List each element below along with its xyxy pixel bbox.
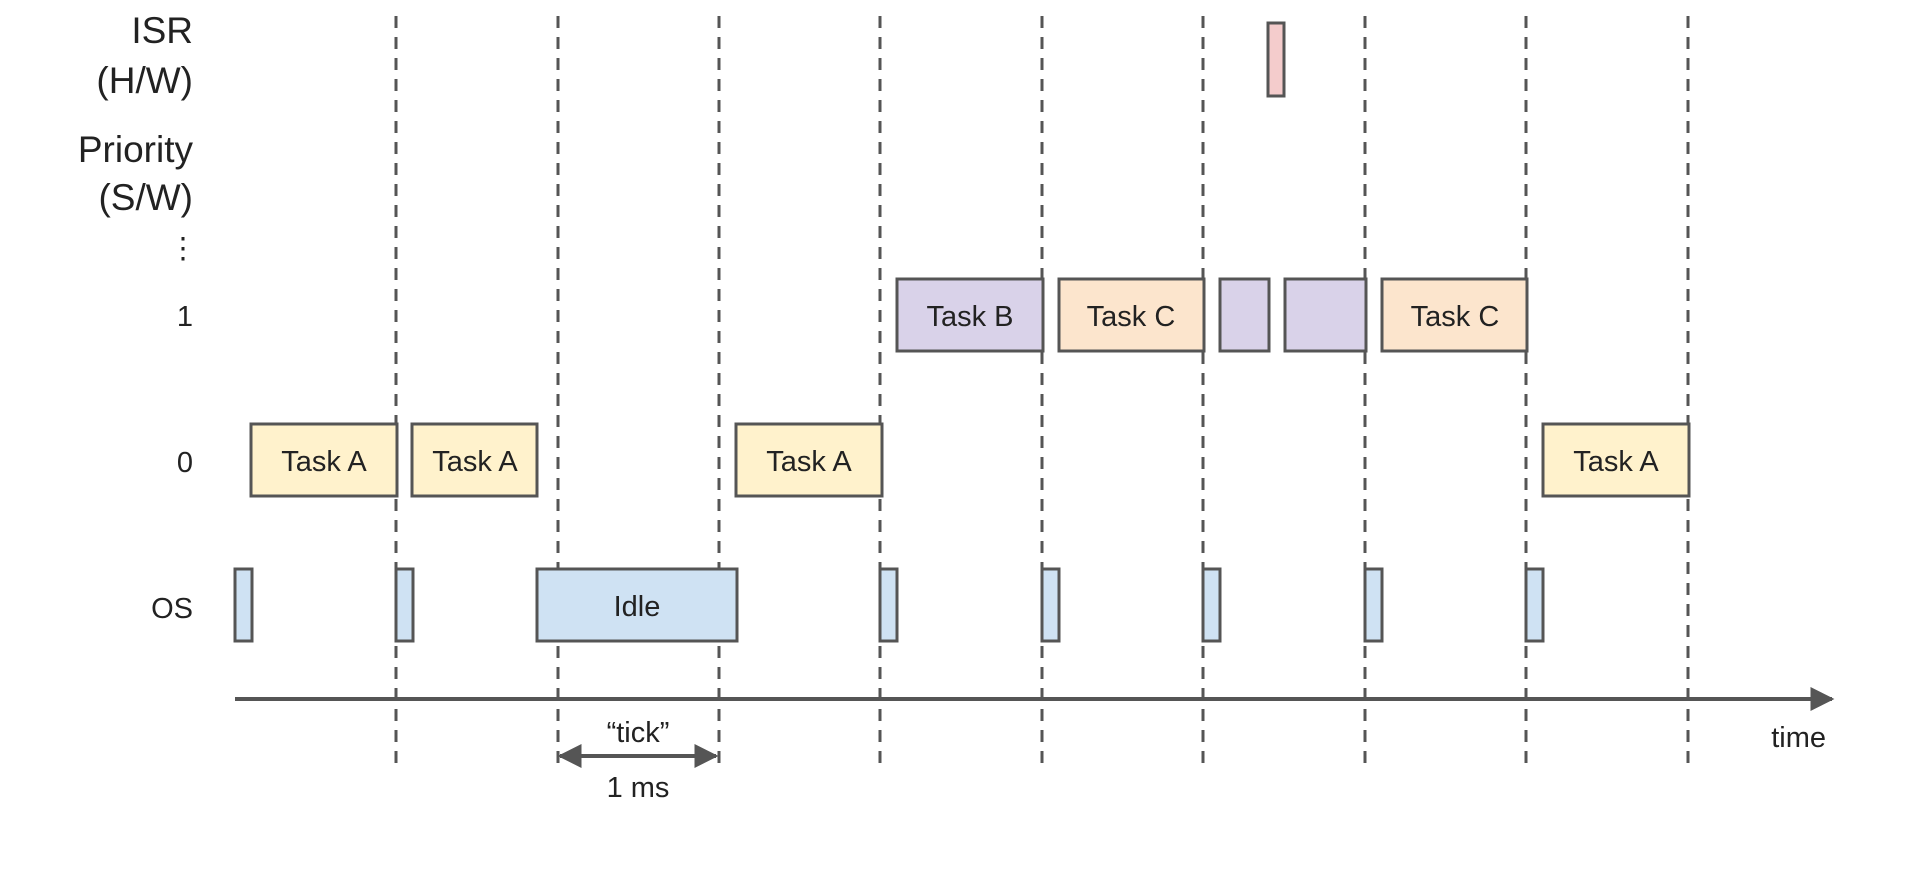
priority-0-label: 0 <box>177 447 193 479</box>
os-tick-block <box>1040 567 1061 643</box>
task-c-label: Task C <box>1411 301 1500 333</box>
time-axis-label: time <box>1771 722 1826 754</box>
os-tick-block <box>878 567 899 643</box>
isr-row-label-line1: ISR <box>131 10 193 51</box>
task-a-label: Task A <box>766 446 852 478</box>
os-row: Idle <box>233 567 1545 643</box>
task-a-block <box>734 422 884 498</box>
task-c-block <box>1380 277 1529 353</box>
task-c-label: Task C <box>1087 301 1176 333</box>
task-b-block <box>895 277 1045 353</box>
task-b-label: Task B <box>926 301 1013 333</box>
task-a-label: Task A <box>281 446 367 478</box>
idle-block <box>535 567 739 643</box>
tick-period-label: 1 ms <box>607 772 670 804</box>
task-a-label: Task A <box>1573 446 1659 478</box>
time-axis: time <box>235 687 1835 754</box>
priority-1-label: 1 <box>177 301 193 333</box>
tick-period-annotation: “tick” 1 ms <box>557 717 719 804</box>
priority-row-label-line2: (S/W) <box>98 177 193 218</box>
priority-ellipsis: ⋮ <box>169 233 198 265</box>
priority-row-label-line1: Priority <box>78 129 194 170</box>
task-a-block <box>410 422 539 498</box>
os-tick-block <box>1201 567 1222 643</box>
priority-1-row: Task B Task C Task C <box>895 277 1529 353</box>
os-tick-block <box>233 567 254 643</box>
task-b-continuation-block <box>1283 277 1368 353</box>
task-a-label: Task A <box>432 446 518 478</box>
os-tick-block <box>1524 567 1545 643</box>
os-tick-block <box>394 567 415 643</box>
task-b-continuation-block <box>1218 277 1271 353</box>
row-labels: ISR (H/W) Priority (S/W) ⋮ 1 0 OS <box>78 10 198 625</box>
task-a-block <box>1541 422 1691 498</box>
tick-label: “tick” <box>607 717 670 749</box>
task-a-block <box>249 422 399 498</box>
isr-row <box>1266 21 1286 98</box>
priority-0-row: Task A Task A Task A Task A <box>249 422 1691 498</box>
isr-block <box>1266 21 1286 98</box>
idle-label: Idle <box>614 591 661 623</box>
os-row-label: OS <box>151 593 193 625</box>
isr-row-label-line2: (H/W) <box>96 60 193 101</box>
os-tick-block <box>1363 567 1384 643</box>
task-c-block <box>1057 277 1206 353</box>
tick-lines <box>394 16 1690 768</box>
